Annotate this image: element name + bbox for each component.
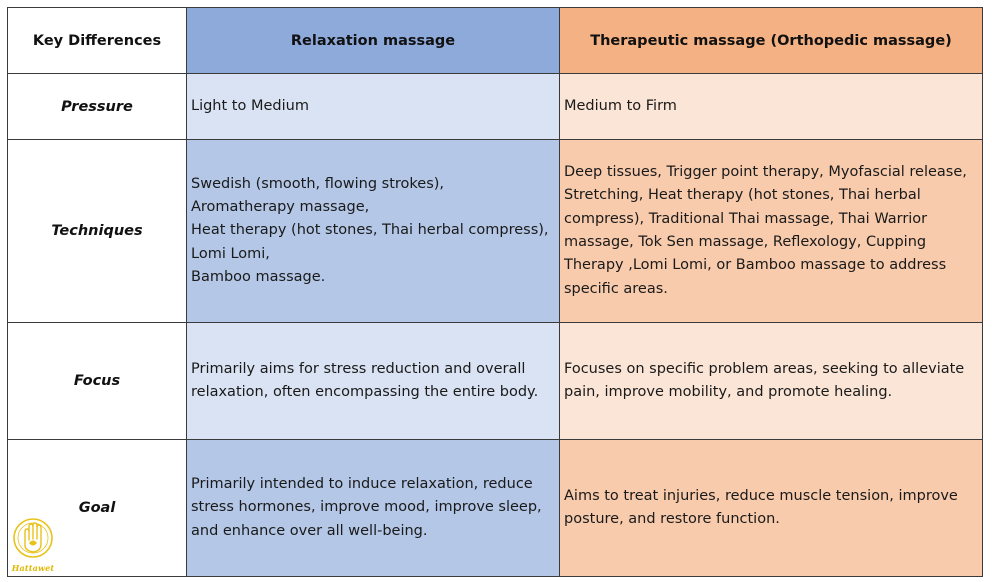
cell-line: and enhance over all well-being. — [191, 522, 428, 539]
relaxation-cell-techniques: Swedish (smooth, flowing strokes), Aroma… — [186, 139, 560, 323]
header-therapeutic-massage: Therapeutic massage (Orthopedic massage) — [559, 7, 983, 74]
cell-line: compress), Traditional Thai massage, Tha… — [564, 210, 928, 227]
cell-line: specific areas. — [564, 280, 668, 297]
therapeutic-cell-focus: Focuses on specific problem areas, seeki… — [559, 322, 983, 440]
cell-line: Therapy ,Lomi Lomi, or Bamboo massage to… — [564, 257, 947, 274]
cell-line: Focuses on specific problem areas, seeki… — [564, 360, 965, 377]
comparison-table: Key Differences Relaxation massage Thera… — [7, 7, 983, 577]
table-row-techniques: Techniques Swedish (smooth, flowing stro… — [7, 139, 983, 323]
header-row: Key Differences Relaxation massage Thera… — [7, 7, 983, 74]
brand-logo-text: Hattawet — [11, 563, 55, 573]
header-key-differences: Key Differences — [7, 7, 187, 74]
cell-line: posture, and restore function. — [564, 511, 780, 527]
cell-line: Heat therapy (hot stones, Thai herbal co… — [191, 222, 549, 239]
row-label-goal: Goal — [7, 439, 187, 577]
cell-line: Bamboo massage. — [191, 268, 326, 285]
cell-line: stress hormones, improve mood, improve s… — [191, 499, 542, 516]
cell-line: Light to Medium — [191, 97, 309, 114]
row-label-techniques: Techniques — [7, 139, 187, 323]
cell-line: Stretching, Heat therapy (hot stones, Th… — [564, 187, 921, 204]
cell-line: Lomi Lomi, — [191, 245, 270, 262]
cell-line: relaxation, often encompassing the entir… — [191, 384, 539, 400]
header-relaxation-massage: Relaxation massage — [186, 7, 560, 74]
relaxation-cell-goal: Primarily intended to induce relaxation,… — [186, 439, 560, 577]
cell-line: Aromatherapy massage, — [191, 199, 370, 216]
hand-lotus-logo-icon — [13, 518, 53, 558]
brand-logo: Hattawet — [11, 516, 55, 574]
relaxation-cell-focus: Primarily aims for stress reduction and … — [186, 322, 560, 440]
relaxation-cell-pressure: Light to Medium — [186, 73, 560, 140]
therapeutic-cell-pressure: Medium to Firm — [559, 73, 983, 140]
therapeutic-cell-goal: Aims to treat injuries, reduce muscle te… — [559, 439, 983, 577]
cell-line: pain, improve mobility, and promote heal… — [564, 384, 893, 400]
cell-line: Primarily intended to induce relaxation,… — [191, 476, 533, 493]
table-row-focus: Focus Primarily aims for stress reductio… — [7, 322, 983, 440]
cell-line: Primarily aims for stress reduction and … — [191, 360, 526, 377]
therapeutic-cell-techniques: Deep tissues, Trigger point therapy, Myo… — [559, 139, 983, 323]
cell-line: Deep tissues, Trigger point therapy, Myo… — [564, 164, 967, 181]
table-row-goal: Goal Primarily intended to induce relaxa… — [7, 439, 983, 577]
cell-line: Medium to Firm — [564, 97, 677, 114]
cell-line: Swedish (smooth, flowing strokes), — [191, 175, 445, 192]
table-row-pressure: Pressure Light to Medium Medium to Firm — [7, 73, 983, 140]
row-label-pressure: Pressure — [7, 73, 187, 140]
cell-line: massage, Tok Sen massage, Reflexology, C… — [564, 234, 927, 250]
cell-line: Aims to treat injuries, reduce muscle te… — [564, 487, 958, 504]
row-label-focus: Focus — [7, 322, 187, 440]
